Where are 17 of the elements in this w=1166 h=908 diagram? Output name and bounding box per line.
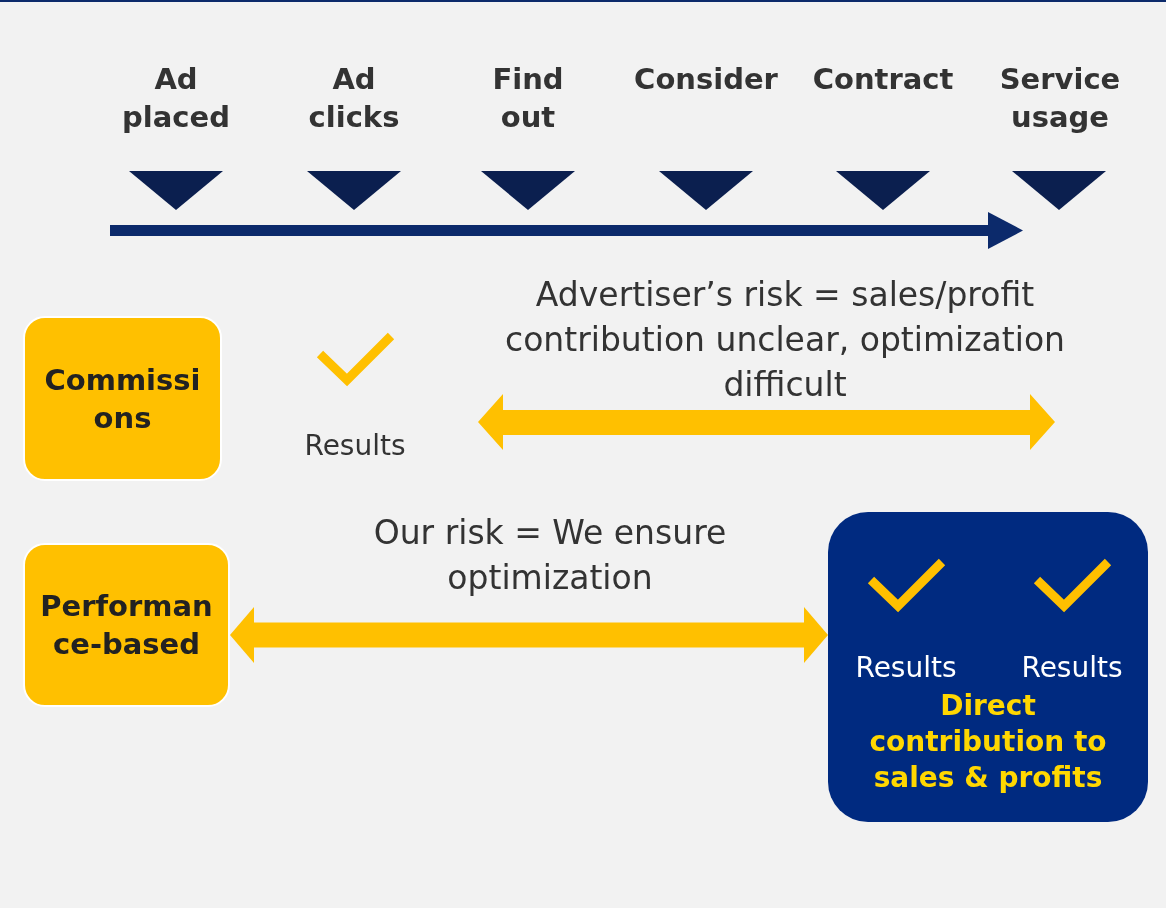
- stage-label: Ad placed: [121, 61, 231, 136]
- result-label: Results: [854, 650, 958, 686]
- edge-label: Our risk = We ensure optimization: [372, 512, 728, 599]
- result-label: Results: [303, 428, 407, 464]
- result-panel: [828, 512, 1148, 822]
- stage-label: Consider: [633, 61, 779, 98]
- stage-label: Ad clicks: [307, 61, 401, 136]
- risk-note: Advertiser’s risk = sales/profit contribution unclear, optimization difficult: [504, 274, 1066, 406]
- stage-label: Contract: [811, 61, 955, 98]
- model-box: [23, 316, 222, 481]
- model-label: Commissions: [43, 361, 202, 437]
- model-label: Performance-based: [39, 588, 214, 663]
- panel-heading: Direct contribution to sales & profits: [868, 688, 1108, 796]
- result-label: Results: [1020, 650, 1124, 686]
- model-box: [23, 543, 230, 707]
- stage-label: Service usage: [998, 61, 1122, 136]
- stage-label: Find out: [491, 61, 565, 136]
